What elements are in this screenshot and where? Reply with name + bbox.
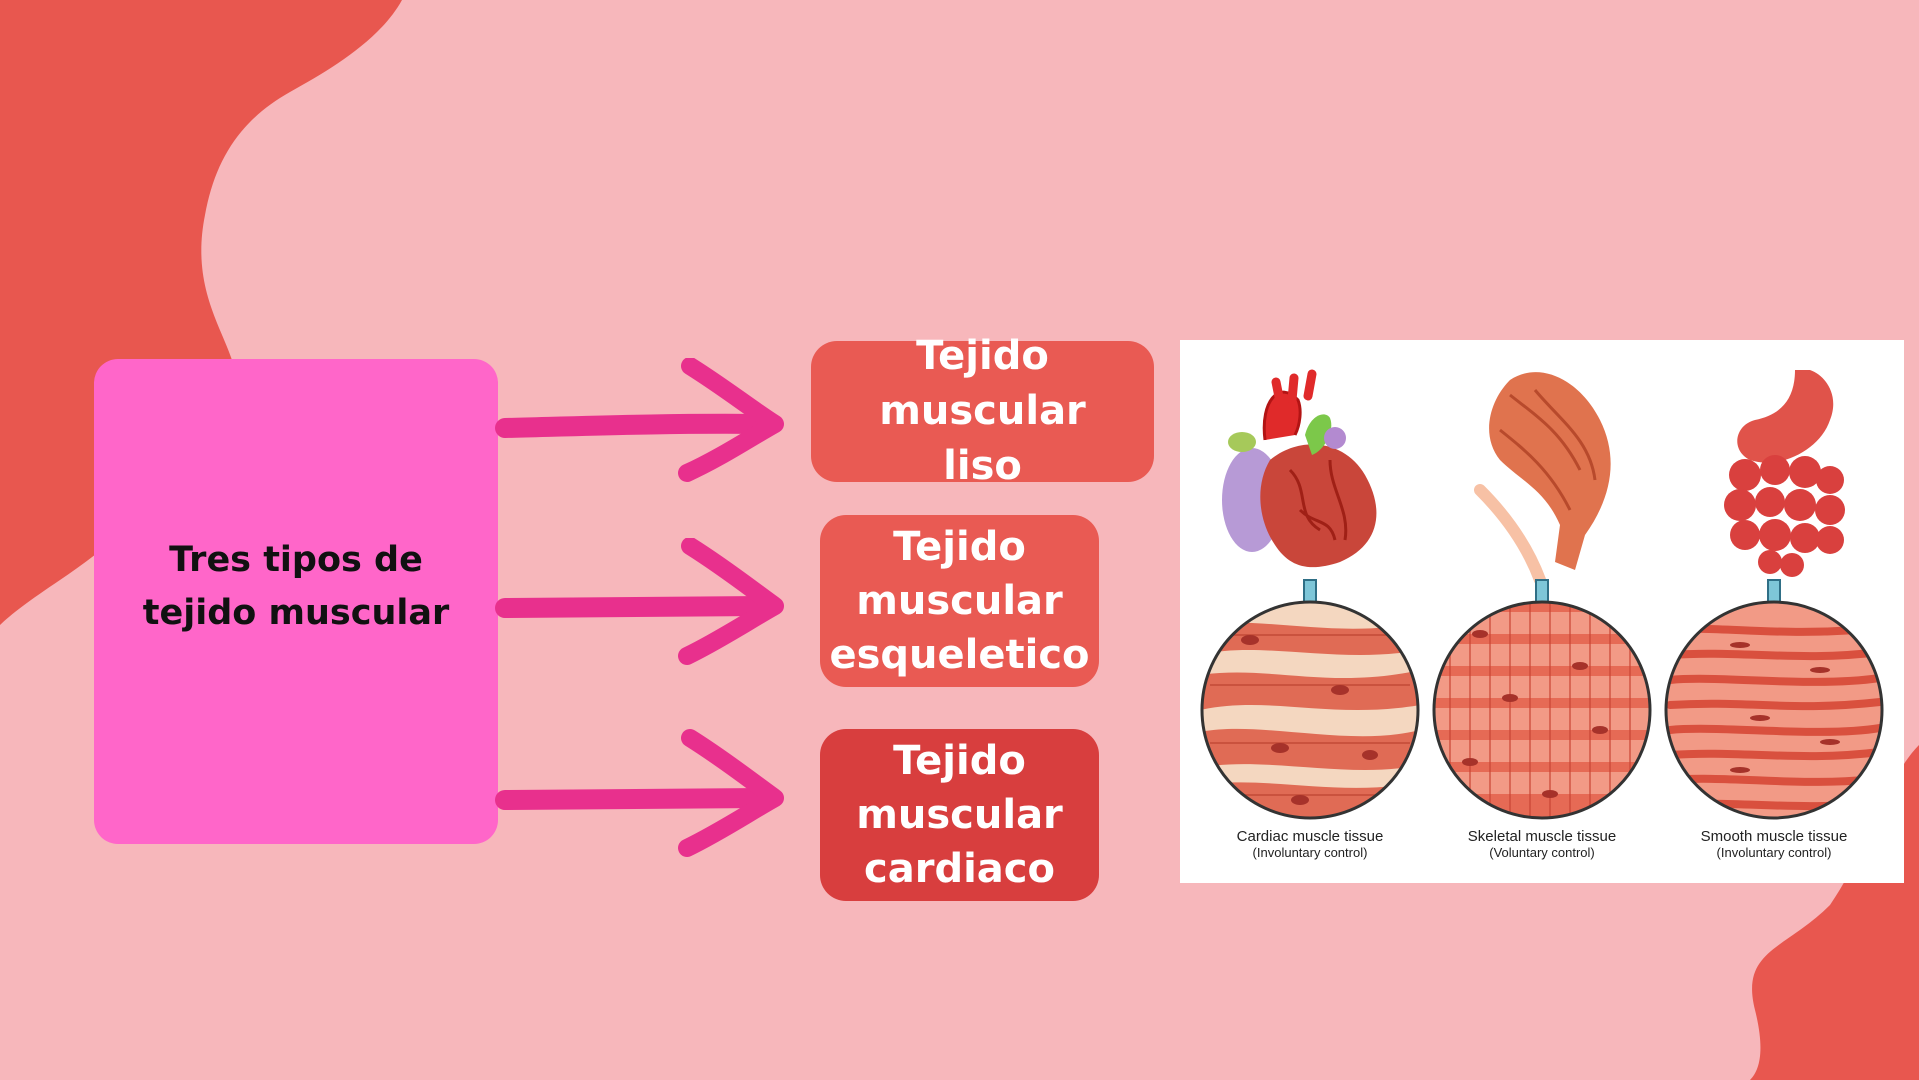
type-card-line3: cardiaco: [864, 846, 1055, 892]
illustration-drawing: [1200, 369, 1884, 820]
caption-skeletal-subtitle: (Voluntary control): [1489, 845, 1595, 860]
type-card-line2: muscular: [856, 792, 1063, 838]
arm-muscle-icon: [1474, 372, 1611, 586]
skeletal-tissue-circle: [1432, 600, 1652, 820]
arrow-to-cardiaco: [495, 729, 784, 857]
type-card-line1: Tejido: [893, 738, 1026, 784]
heart-icon: [1222, 369, 1377, 568]
main-title-line2: tejido muscular: [142, 592, 450, 633]
stomach-intestine-icon: [1724, 370, 1845, 577]
type-esq-line1: Tejido: [893, 524, 1026, 570]
muscle-tissue-illustration: Cardiac muscle tissue (Involuntary contr…: [1180, 340, 1904, 883]
type-esq-line2: muscular: [856, 578, 1063, 624]
cardiac-tissue-circle: [1200, 600, 1420, 820]
type-liso-line1: Tejido muscular: [879, 333, 1086, 434]
arrow-to-liso: [495, 358, 784, 482]
caption-cardiac-title: Cardiac muscle tissue: [1236, 828, 1384, 845]
type-box-liso: Tejido muscular liso: [811, 333, 1154, 489]
caption-smooth-subtitle: (Involuntary control): [1716, 845, 1832, 860]
caption-cardiac-subtitle: (Involuntary control): [1252, 845, 1368, 860]
main-title-line1: Tres tipos de: [169, 539, 423, 580]
main-topic-title: Tres tipos de tejido muscular: [131, 534, 461, 640]
caption-skeletal: Skeletal muscle tissue (Voluntary contro…: [1426, 828, 1658, 860]
caption-skeletal-title: Skeletal muscle tissue: [1467, 828, 1617, 845]
caption-cardiac: Cardiac muscle tissue (Involuntary contr…: [1194, 828, 1426, 860]
caption-smooth-title: Smooth muscle tissue: [1700, 828, 1848, 845]
type-liso-line2: liso: [943, 443, 1022, 489]
type-box-esqueletico: Tejido muscular esqueletico: [820, 515, 1099, 687]
caption-smooth: Smooth muscle tissue (Involuntary contro…: [1658, 828, 1890, 860]
type-esq-line3: esqueletico: [829, 632, 1090, 678]
type-box-cardiaco: Tejido muscular cardiaco: [820, 729, 1099, 901]
smooth-tissue-circle: [1664, 600, 1884, 820]
arrow-to-esqueletico: [495, 538, 784, 665]
main-topic-box: Tres tipos de tejido muscular: [94, 359, 498, 844]
